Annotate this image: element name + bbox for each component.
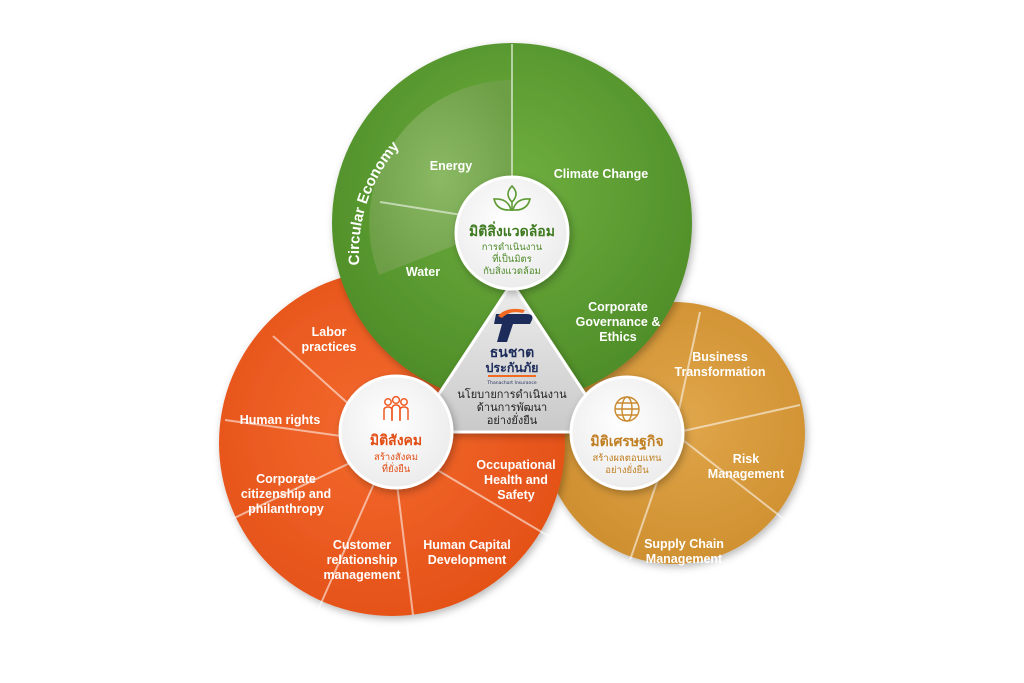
segment-corporate-governance-line: Corporate: [588, 300, 648, 314]
segment-occupational-health-line: Health and: [484, 473, 548, 487]
thanachart-logo: ธนชาต ประกันภัย Thanachart Insurance: [485, 308, 539, 386]
logo-line2: ประกันภัย: [485, 360, 538, 375]
center-policy-line: นโยบายการดำเนินงาน: [457, 387, 567, 401]
environment-hub-subtitle-line: ที่เป็นมิตร: [492, 252, 532, 265]
environment-hub-subtitle: การดำเนินงานที่เป็นมิตรกับสิ่งแวดล้อม: [482, 242, 543, 277]
economic-hub-subtitle-line: สร้างผลตอบแทน: [592, 453, 662, 464]
segment-customer-relationship-line: management: [323, 568, 401, 582]
segment-energy: Energy: [430, 159, 472, 173]
environment-hub: มิติสิ่งแวดล้อม การดำเนินงานที่เป็นมิตรก…: [454, 175, 570, 291]
segment-supply-chain-line: Supply Chain: [644, 537, 724, 551]
segment-risk-management-line: Risk: [733, 452, 759, 466]
social-hub-subtitle: สร้างสังคมที่ยั่งยืน: [374, 452, 418, 475]
people-group-icon: [383, 395, 409, 421]
segment-customer-relationship-line: relationship: [327, 553, 398, 567]
center-triangle: [412, 281, 612, 434]
economic-hub-title: มิติเศรษฐกิจ: [590, 434, 663, 451]
logo-caption: Thanachart Insurance: [486, 380, 536, 386]
economic-hub: มิติเศรษฐกิจ สร้างผลตอบแทนอย่างยั่งยืน: [569, 375, 685, 491]
social-hub-subtitle-line: สร้างสังคม: [374, 452, 418, 463]
segment-water: Water: [406, 265, 440, 279]
segment-esg-investment-line: ESG: [567, 537, 593, 551]
segment-corporate-citizenship-line: philanthropy: [248, 502, 324, 516]
segment-corporate-governance-line: Ethics: [599, 330, 637, 344]
segment-labor-practices-line: practices: [302, 340, 357, 354]
social-hub-title: มิติสังคม: [370, 433, 422, 449]
segment-human-capital-line: Development: [428, 553, 507, 567]
segment-human-rights: Human rights: [240, 413, 321, 427]
globe-icon: [614, 396, 640, 422]
segment-risk-management-line: Management: [708, 467, 785, 481]
segment-occupational-health-line: Occupational: [476, 458, 555, 472]
economic-hub-subtitle-line: อย่างยั่งยืน: [605, 463, 649, 476]
segment-supply-chain-line: Management: [646, 552, 723, 566]
segment-customer-relationship-line: Customer: [333, 538, 391, 552]
segment-business-transformation-line: Business: [692, 350, 748, 364]
segment-business-transformation-line: Transformation: [675, 365, 766, 379]
social-hub: มิติสังคม สร้างสังคมที่ยั่งยืน: [338, 374, 454, 490]
center-policy-text: นโยบายการดำเนินงานด้านการพัฒนาอย่างยั่งย…: [457, 387, 567, 427]
environment-hub-title: มิติสิ่งแวดล้อม: [469, 221, 555, 240]
segment-human-rights-line: Human rights: [240, 413, 321, 427]
logo-mark-icon: [494, 308, 533, 342]
center-policy-line: อย่างยั่งยืน: [487, 412, 538, 427]
segment-occupational-health-line: Safety: [497, 488, 535, 502]
logo-line1: ธนชาต: [490, 345, 535, 361]
segment-human-capital-line: Human Capital: [423, 538, 511, 552]
segment-corporate-citizenship-line: citizenship and: [241, 487, 331, 501]
economic-hub-subtitle: สร้างผลตอบแทนอย่างยั่งยืน: [592, 453, 662, 476]
segment-corporate-governance-line: Governance &: [576, 315, 661, 329]
social-hub-subtitle-line: ที่ยั่งยืน: [382, 462, 411, 475]
segment-corporate-citizenship-line: Corporate: [256, 472, 316, 486]
segment-esg-investment-line: Investment: [547, 552, 614, 566]
logo-underline: [488, 375, 536, 377]
environment-hub-subtitle-line: การดำเนินงาน: [482, 242, 543, 253]
environment-hub-subtitle-line: กับสิ่งแวดล้อม: [483, 264, 541, 277]
leaves-icon: [492, 184, 532, 211]
segment-labor-practices-line: Labor: [312, 325, 347, 339]
center-policy-line: ด้านการพัฒนา: [477, 401, 547, 414]
segment-climate-change: Climate Change: [554, 167, 649, 181]
